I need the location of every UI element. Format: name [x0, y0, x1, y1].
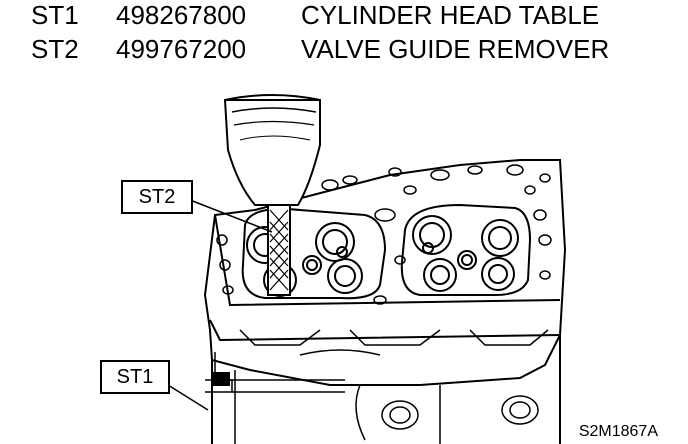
valve-port — [315, 222, 355, 262]
table-block — [212, 372, 230, 386]
small-hole — [336, 246, 348, 258]
st2-leader-line — [189, 199, 273, 233]
tool-code: ST1 — [31, 0, 79, 30]
tool-description: VALVE GUIDE REMOVER — [301, 34, 610, 64]
valve-port-inner — [334, 265, 356, 287]
spark-plug-hole — [457, 250, 477, 270]
head-surface-holes — [216, 164, 552, 305]
callout-st1: ST1 — [100, 360, 170, 394]
tool-part-number: 499767200 — [116, 34, 247, 64]
valve-guide-remover-tool — [223, 94, 321, 296]
valve-port-inner — [488, 264, 508, 284]
small-hole — [422, 242, 434, 254]
head-lower-edge — [209, 319, 561, 342]
tool-part-number: 498267800 — [116, 0, 247, 30]
valve-port-inner — [322, 229, 348, 255]
figure-id: S2M1867A — [578, 423, 658, 440]
spark-plug-hole-inner — [461, 254, 473, 266]
valve-port — [481, 257, 515, 291]
spark-plug-hole-inner — [306, 259, 318, 271]
valve-port — [423, 258, 457, 292]
callout-st2: ST2 — [121, 180, 193, 214]
combustion-chamber-right — [400, 203, 532, 296]
valve-port — [412, 215, 452, 255]
combustion-chamber-left — [241, 208, 387, 300]
valve-port — [481, 219, 519, 257]
head-side-features — [234, 329, 549, 444]
valve-port-inner — [430, 265, 450, 285]
st1-leader-line — [167, 384, 209, 411]
valve-port-inner — [419, 222, 445, 248]
spark-plug-hole — [302, 255, 322, 275]
head-deck-edge — [214, 214, 561, 307]
tool-code: ST2 — [31, 34, 79, 64]
valve-port-inner — [488, 226, 512, 250]
tool-description: CYLINDER HEAD TABLE — [301, 0, 600, 30]
valve-port — [327, 258, 363, 294]
